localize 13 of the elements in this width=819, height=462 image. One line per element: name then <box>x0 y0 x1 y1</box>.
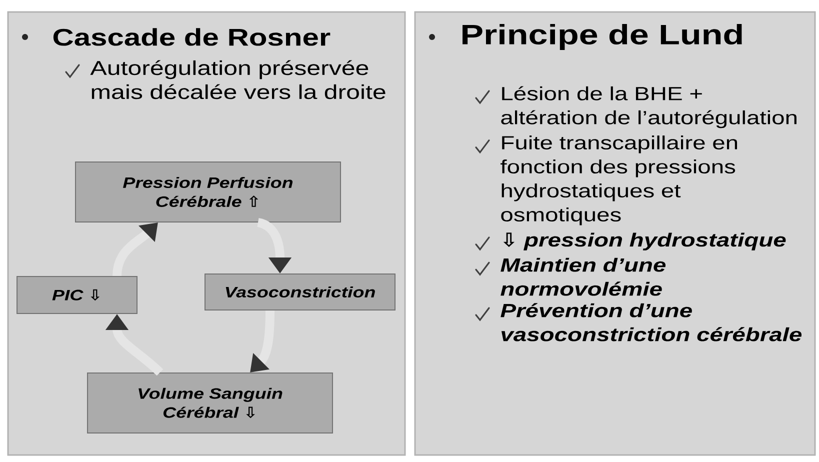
bullet-heading: Principe de Lund <box>429 24 742 50</box>
checklist-item: Maintien d’une normovolémie <box>475 258 666 296</box>
bullet-heading: Cascade de Rosner <box>22 28 330 46</box>
checklist-item: Autorégulation préservée mais décalée vers la droite <box>65 60 386 100</box>
checklist-item: Lésion de la BHE + altération de l’autorégulation <box>475 86 796 128</box>
process-box: Volume Sanguin Cérébral ⇩ <box>87 372 333 434</box>
cycle-arrow <box>112 222 158 276</box>
checklist-item: ⇩ pression hydrostatique <box>475 232 786 251</box>
process-box: Vasoconstriction <box>204 273 396 310</box>
process-box: PIC ⇩ <box>16 276 138 314</box>
checklist-item: Prévention d’une vasoconstriction cérébrale <box>475 303 802 342</box>
process-box: Pression Perfusion Cérébrale ⇧ <box>75 162 341 222</box>
checklist-item: Fuite transcapillaire en fonction des pressions hydrostatiques et osmotiques <box>475 136 738 226</box>
